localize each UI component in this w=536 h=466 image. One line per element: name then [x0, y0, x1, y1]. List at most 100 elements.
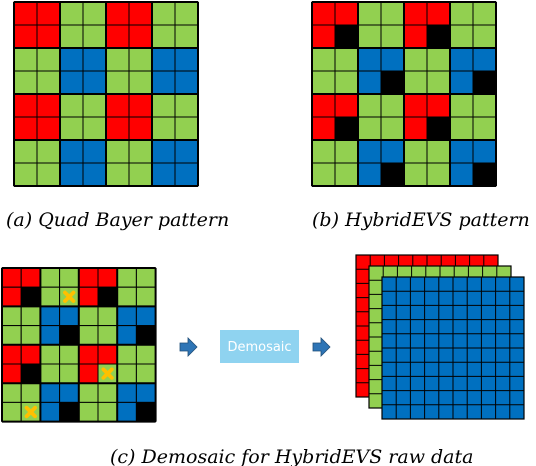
red-pixel: [105, 24, 130, 49]
red-pixel: [1, 286, 22, 307]
green-pixel: [472, 93, 497, 118]
green-pixel: [174, 24, 199, 49]
green-pixel: [59, 116, 84, 141]
green-pixel: [380, 116, 405, 141]
red-pixel: [426, 93, 451, 118]
green-pixel: [116, 344, 137, 365]
green-pixel: [59, 363, 80, 384]
red-pixel: [36, 1, 61, 26]
red-pixel: [1, 267, 22, 288]
red-pixel: [128, 24, 153, 49]
event-pixel: [380, 162, 405, 187]
green-pixel: [151, 24, 176, 49]
event-pixel: [472, 70, 497, 95]
green-pixel: [128, 139, 153, 164]
green-pixel: [13, 47, 38, 72]
blue-pixel: [59, 70, 84, 95]
green-pixel: [151, 116, 176, 141]
green-pixel: [449, 1, 474, 26]
blue-pixel: [174, 70, 199, 95]
red-pixel: [403, 1, 428, 26]
blue-pixel: [116, 325, 137, 346]
demosaiced-output-stack: [355, 254, 525, 420]
blue-pixel: [59, 162, 84, 187]
green-pixel: [135, 267, 157, 288]
green-pixel: [116, 267, 137, 288]
green-pixel: [174, 1, 199, 26]
blue-pixel: [59, 139, 84, 164]
green-pixel: [1, 401, 22, 423]
green-pixel: [403, 70, 428, 95]
green-pixel: [97, 401, 118, 423]
blue-pixel: [116, 401, 137, 423]
green-pixel: [311, 162, 336, 187]
red-pixel: [403, 93, 428, 118]
green-pixel: [449, 116, 474, 141]
red-pixel: [78, 267, 99, 288]
green-pixel: [151, 93, 176, 118]
event-pixel: [426, 24, 451, 49]
blue-pixel: [449, 162, 474, 187]
green-pixel: [449, 24, 474, 49]
red-pixel: [334, 1, 359, 26]
green-pixel: [357, 24, 382, 49]
red-pixel: [97, 267, 118, 288]
green-pixel: [334, 139, 359, 164]
red-pixel: [36, 116, 61, 141]
demosaic-label: Demosaic: [227, 340, 291, 355]
green-pixel: [426, 47, 451, 72]
blue-pixel: [39, 305, 61, 327]
blue-pixel: [151, 162, 176, 187]
red-pixel: [1, 363, 22, 384]
event-pixel: [59, 325, 80, 346]
green-pixel: [59, 344, 80, 365]
red-pixel: [97, 344, 118, 365]
red-pixel: [78, 286, 99, 307]
blue-pixel: [357, 70, 382, 95]
green-pixel: [105, 162, 130, 187]
blue-pixel: [59, 47, 84, 72]
green-pixel: [1, 325, 22, 346]
red-pixel: [105, 1, 130, 26]
arrow-right-icon: [179, 337, 198, 357]
green-pixel: [380, 93, 405, 118]
blue-pixel: [59, 305, 80, 327]
green-pixel: [20, 305, 41, 327]
blue-pixel: [472, 139, 497, 164]
blue-pixel: [449, 47, 474, 72]
green-pixel: [380, 1, 405, 26]
green-pixel: [116, 363, 137, 384]
red-pixel: [105, 116, 130, 141]
blue-pixel: [39, 325, 61, 346]
blue-pixel: [82, 139, 107, 164]
green-pixel: [334, 162, 359, 187]
blue-pixel: [449, 139, 474, 164]
green-pixel: [105, 139, 130, 164]
blue-pixel: [82, 70, 107, 95]
red-pixel: [128, 116, 153, 141]
green-pixel: [357, 93, 382, 118]
green-pixel: [472, 1, 497, 26]
green-pixel: [59, 93, 84, 118]
green-pixel: [78, 305, 99, 327]
event-pixel: [334, 24, 359, 49]
red-pixel: [311, 93, 336, 118]
green-pixel: [105, 70, 130, 95]
green-pixel: [36, 47, 61, 72]
blue-pixel: [357, 47, 382, 72]
green-pixel: [311, 47, 336, 72]
green-pixel: [311, 139, 336, 164]
red-pixel: [36, 24, 61, 49]
red-pixel: [403, 116, 428, 141]
red-pixel: [13, 1, 38, 26]
green-pixel: [135, 344, 157, 365]
green-pixel: [116, 286, 137, 307]
green-pixel: [135, 363, 157, 384]
red-pixel: [334, 93, 359, 118]
green-pixel: [334, 70, 359, 95]
green-pixel: [78, 382, 99, 403]
green-pixel: [82, 116, 107, 141]
green-pixel: [97, 382, 118, 403]
event-pixel: [135, 325, 157, 346]
